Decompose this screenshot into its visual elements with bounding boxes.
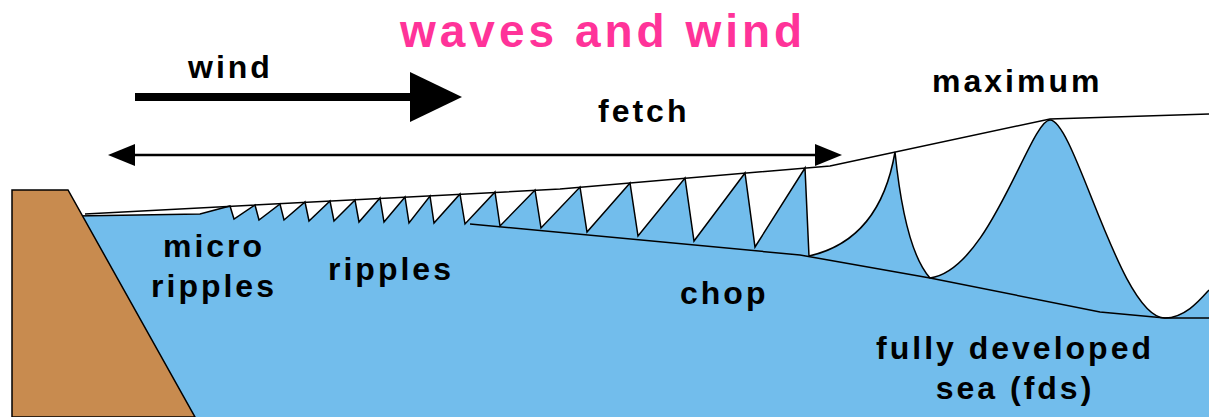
sea-water [75, 120, 1209, 417]
trough-envelope [470, 224, 1209, 318]
fetch-arrow-head-right [815, 144, 842, 166]
stage-label: chop [680, 274, 768, 312]
wave-surface [75, 120, 1209, 318]
fetch-label: fetch [598, 92, 689, 130]
stage-label: fully developed sea (fds) [845, 328, 1185, 408]
wind-arrow-head [410, 72, 462, 122]
wind-label: wind [188, 48, 273, 86]
fetch-arrow-head-left [108, 144, 135, 166]
fetch-arrow-line [125, 154, 825, 157]
wind-arrow-shaft [135, 93, 415, 101]
maximum-label: maximum [932, 62, 1102, 100]
stage-label: micro ripples [145, 226, 283, 306]
diagram-title: waves and wind [400, 6, 806, 56]
stage-label: ripples [328, 250, 454, 288]
